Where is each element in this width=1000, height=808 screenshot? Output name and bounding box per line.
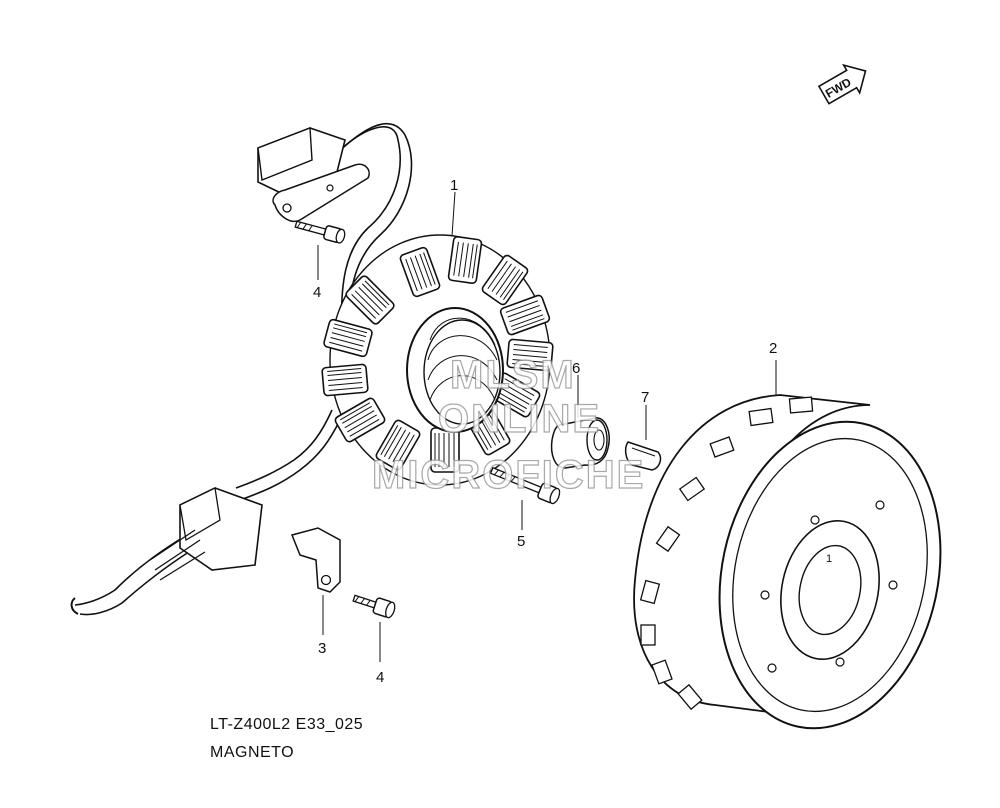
callout-4-upper: 4 <box>313 284 321 301</box>
callout-4-lower: 4 <box>376 669 384 686</box>
watermark-line-1: MLSM <box>450 353 576 397</box>
woodruff-key <box>624 405 662 471</box>
callout-6: 6 <box>572 360 580 377</box>
watermark-line-3: MICROFICHE <box>372 453 645 497</box>
callout-2: 2 <box>769 340 777 357</box>
diagram-code: LT-Z400L2 E33_025 <box>210 716 364 733</box>
forward-arrow-icon: FWD <box>817 63 867 105</box>
spacer-part <box>550 375 610 469</box>
bolt-lower <box>352 594 396 619</box>
callout-3: 3 <box>318 640 326 657</box>
bolt-upper <box>294 220 346 244</box>
pickup-bracket <box>290 527 341 635</box>
bolt-stator <box>489 466 561 505</box>
upper-connector <box>257 127 370 222</box>
callout-7: 7 <box>641 389 649 406</box>
rotor-mark: 1 <box>826 553 832 565</box>
callout-1: 1 <box>450 177 458 194</box>
flywheel-rotor: 1 <box>633 360 942 730</box>
diagram-title: MAGNETO <box>210 744 295 761</box>
watermark: MLSM ONLINE MICROFICHE <box>371 352 645 497</box>
callout-5: 5 <box>517 533 525 550</box>
stator-coil <box>321 234 554 486</box>
lower-connector <box>149 487 263 581</box>
wiring-harness <box>70 123 413 616</box>
watermark-line-2: ONLINE <box>438 397 601 441</box>
